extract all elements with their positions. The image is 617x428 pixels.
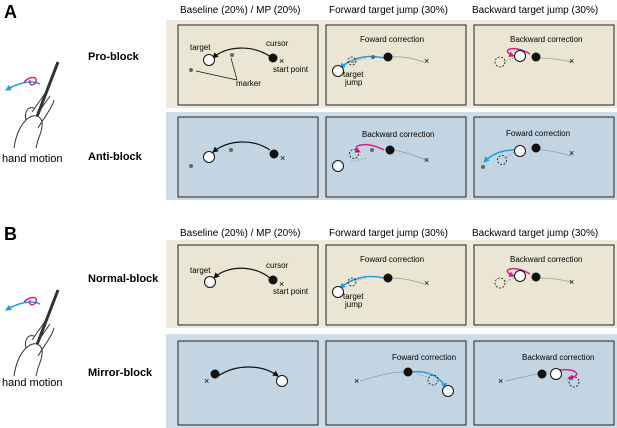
anti-backward-box: × Foward correction: [473, 116, 615, 198]
cursor-dot: [383, 52, 393, 62]
target-jump-label-2: jump: [344, 78, 363, 87]
start-cross-icon: ×: [569, 277, 574, 287]
mirror-baseline-box: ×: [177, 340, 319, 426]
hand-with-pen-icon: [5, 61, 60, 149]
cursor-dot: [537, 369, 547, 379]
hand-with-pen-icon: [5, 289, 60, 377]
marker-dot: [370, 148, 374, 152]
target-circle: [276, 375, 288, 387]
start-point-label: start point: [273, 287, 309, 296]
pro-forward-box: × Foward correction target jump: [325, 24, 467, 106]
hand-motion-label-b: hand motion: [2, 377, 63, 389]
cursor-label: cursor: [266, 39, 289, 48]
jump-origin-dashed-circle: [494, 56, 506, 68]
target-circle: [514, 50, 526, 62]
mirror-forward-box: × Foward correction: [325, 340, 467, 426]
col-header-forward-a: Forward target jump (30%): [329, 5, 448, 16]
jump-origin-dashed-circle: [497, 155, 507, 165]
normal-forward-box: × Foward correction target jump: [325, 244, 467, 326]
jump-origin-dashed-circle: [349, 149, 359, 159]
marker-dot: [229, 148, 233, 152]
cursor-dot: [268, 275, 278, 285]
col-header-forward-b: Forward target jump (30%): [329, 228, 448, 239]
cursor-dot: [403, 367, 413, 377]
cursor-dot: [531, 272, 541, 282]
target-circle: [442, 385, 454, 397]
panel-a-letter: A: [4, 2, 17, 22]
marker-dot: [189, 164, 193, 168]
cursor-dot: [269, 149, 279, 159]
start-point-label: start point: [273, 65, 309, 74]
marker-label: marker: [236, 79, 261, 88]
anti-forward-box: × Backward correction: [325, 116, 467, 198]
mirror-forward-correction-label: Foward correction: [392, 353, 456, 362]
cursor-label: cursor: [266, 261, 289, 270]
target-circle: [550, 368, 562, 380]
start-cross-icon: ×: [569, 148, 574, 158]
backward-correction-label: Backward correction: [510, 255, 582, 264]
normal-backward-box: × Backward correction: [473, 244, 615, 326]
pro-backward-box: × Backward correction: [473, 24, 615, 106]
row-label-anti-block: Anti-block: [88, 151, 143, 163]
start-cross-icon: ×: [354, 376, 359, 386]
cursor-dot: [210, 369, 220, 379]
start-cross-icon: ×: [279, 279, 284, 289]
jump-origin-dashed-circle: [494, 277, 506, 289]
target-jump-label-1: target: [343, 70, 364, 79]
target-circle: [203, 151, 215, 163]
cursor-dot: [531, 143, 541, 153]
start-cross-icon: ×: [424, 155, 429, 165]
target-circle: [204, 276, 216, 288]
col-header-backward-b: Backward target jump (30%): [472, 228, 598, 239]
hand-motion-label-a: hand motion: [2, 153, 63, 165]
target-label: target: [190, 266, 211, 275]
start-cross-icon: ×: [280, 153, 285, 163]
row-label-mirror-block: Mirror-block: [88, 367, 153, 379]
marker-dot: [189, 68, 193, 72]
start-cross-icon: ×: [424, 56, 429, 66]
row-label-normal-block: Normal-block: [88, 273, 159, 285]
mirror-backward-box: × Backward correction: [473, 340, 615, 426]
cursor-dot: [268, 53, 278, 63]
jump-origin-dashed-circle: [347, 56, 357, 66]
start-cross-icon: ×: [424, 278, 429, 288]
start-cross-icon: ×: [569, 56, 574, 66]
normal-baseline-box: × target cursor start point: [177, 244, 319, 326]
target-circle: [332, 286, 344, 298]
jump-origin-dashed-circle: [568, 376, 580, 388]
cursor-dot: [385, 145, 395, 155]
anti-baseline-box: ×: [177, 116, 319, 198]
target-jump-label-1: target: [343, 292, 364, 301]
col-header-baseline-a: Baseline (20%) / MP (20%): [180, 5, 300, 16]
start-cross-icon: ×: [498, 376, 503, 386]
anti-backward-correction-label: Foward correction: [506, 129, 570, 138]
marker-dot: [230, 53, 234, 57]
cursor-dot: [383, 273, 393, 283]
forward-correction-label: Foward correction: [360, 255, 424, 264]
target-circle: [332, 160, 344, 172]
marker-dot: [481, 165, 485, 169]
forward-correction-label: Foward correction: [360, 35, 424, 44]
start-cross-icon: ×: [204, 376, 209, 386]
panel-b-letter: B: [4, 224, 17, 244]
col-header-baseline-b: Baseline (20%) / MP (20%): [180, 228, 300, 239]
target-circle: [332, 65, 344, 77]
start-cross-icon: ×: [279, 56, 284, 66]
backward-correction-label: Backward correction: [510, 35, 582, 44]
target-label: target: [190, 43, 211, 52]
pro-baseline-box: × target cursor start point marker: [177, 24, 319, 106]
target-circle: [514, 270, 526, 282]
jump-origin-dashed-circle: [427, 374, 439, 386]
target-circle: [203, 54, 215, 66]
marker-dot: [371, 55, 375, 59]
target-jump-label-2: jump: [344, 300, 363, 309]
jump-origin-dashed-circle: [347, 277, 357, 287]
target-circle: [514, 145, 526, 157]
mirror-backward-correction-label: Backward correction: [522, 353, 594, 362]
col-header-backward-a: Backward target jump (30%): [472, 5, 598, 16]
anti-forward-correction-label: Backward correction: [362, 130, 434, 139]
row-label-pro-block: Pro-block: [88, 51, 140, 63]
cursor-dot: [531, 52, 541, 62]
